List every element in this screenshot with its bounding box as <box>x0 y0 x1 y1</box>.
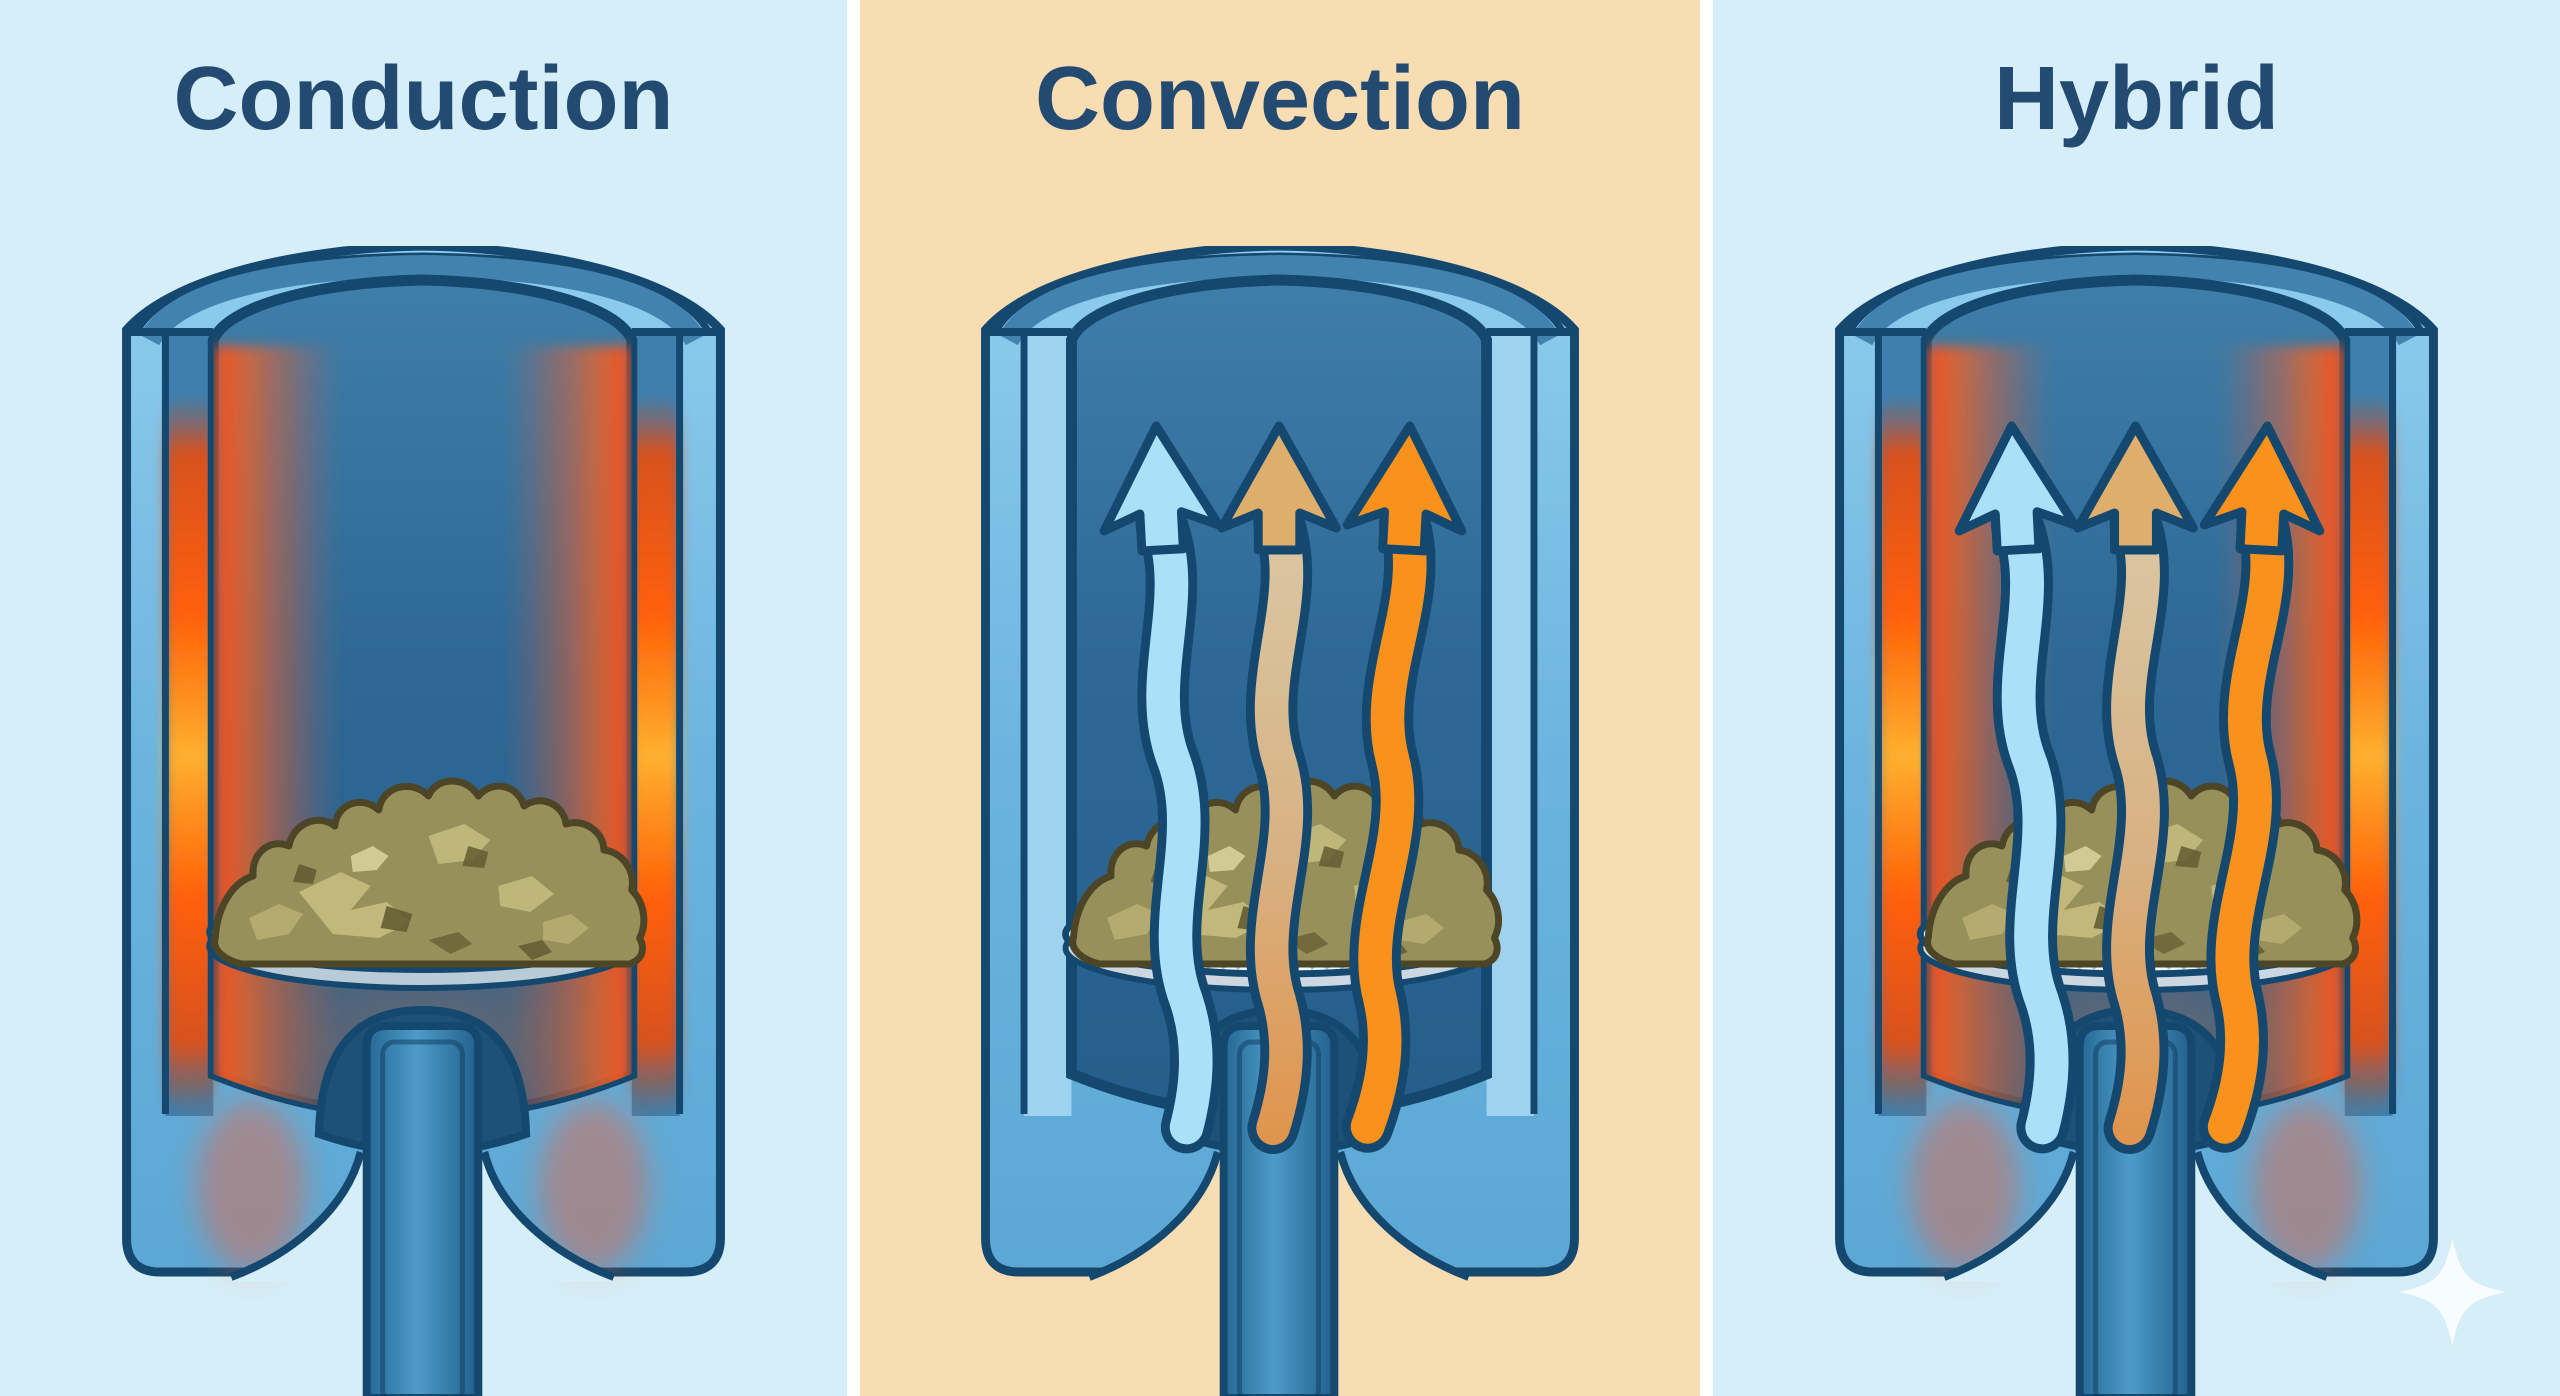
hybrid-chamber-illustration <box>1713 246 2507 1396</box>
panel-title-conduction: Conduction <box>173 49 674 149</box>
panel-hybrid: Hybrid <box>1713 0 2560 1396</box>
airflow-arrow-warm-icon <box>2073 421 2198 1154</box>
convection-chamber-illustration <box>860 246 1700 1396</box>
panel-convection: Convection <box>860 0 1700 1396</box>
mouthpiece-stem <box>367 1026 479 1396</box>
panel-title-hybrid: Hybrid <box>1993 49 2280 149</box>
conduction-chamber-illustration <box>0 246 847 1396</box>
panel-conduction: Conduction <box>0 0 847 1396</box>
heater-gap-right <box>1486 330 1534 1116</box>
panel-title-convection: Convection <box>1034 49 1526 149</box>
heater-gap-left <box>1024 330 1072 1116</box>
airflow-arrow-warm-icon <box>1217 421 1341 1154</box>
